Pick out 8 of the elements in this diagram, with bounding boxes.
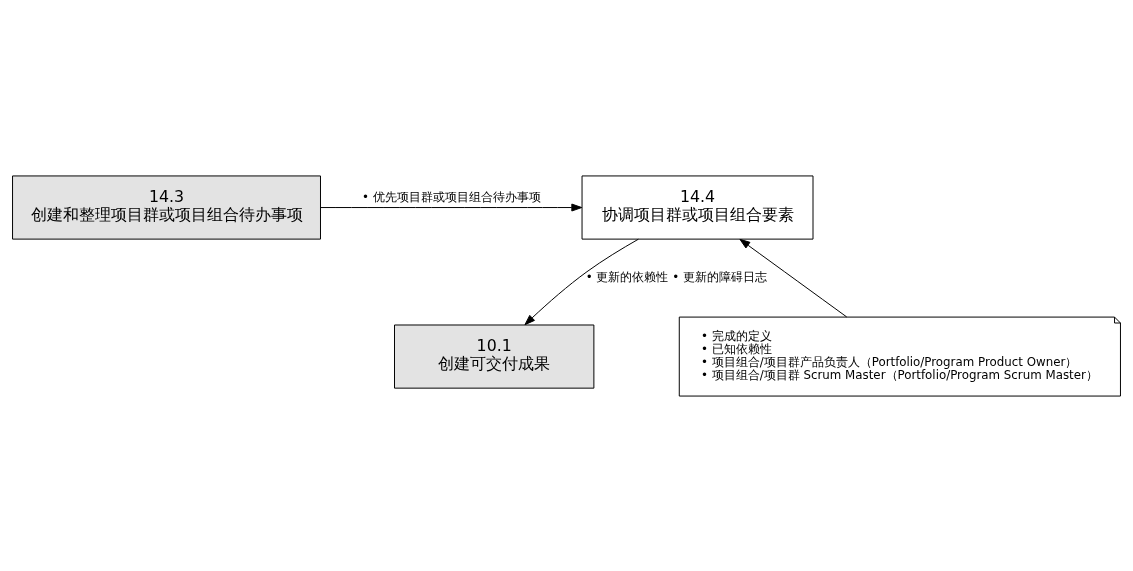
arrow: [320, 203, 583, 211]
arrow: [739, 238, 848, 317]
edge-label: • 更新的依赖性 • 更新的障碍日志: [585, 269, 767, 284]
node-box: 10.1 创建可交付成果: [394, 324, 595, 389]
arrow: [524, 238, 639, 325]
node-box: 14.4 协调项目群或项目组合要素: [581, 174, 814, 240]
node-box: 14.3 创建和整理项目群或项目组合待办事项: [12, 174, 321, 240]
edge-label: • 优先项目群或项目组合待办事项: [361, 189, 541, 204]
